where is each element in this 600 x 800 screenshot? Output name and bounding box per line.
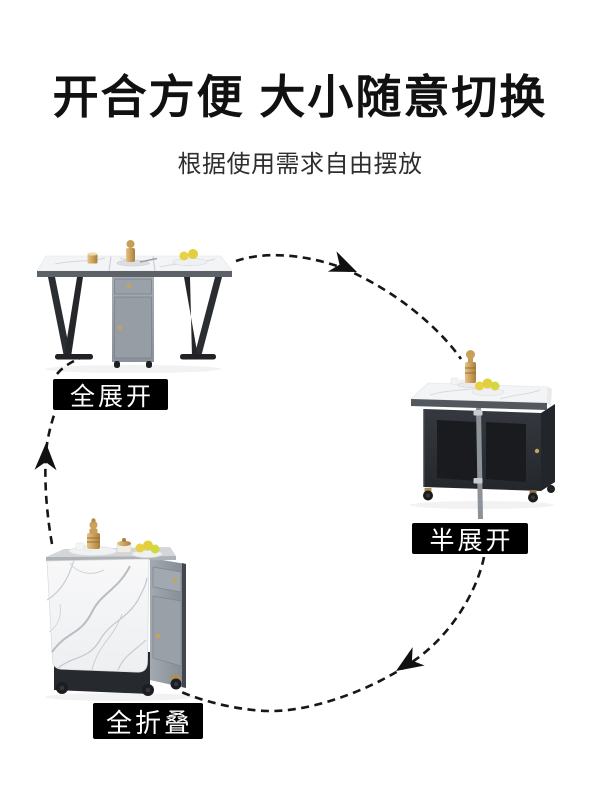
arrowhead-up-icon bbox=[34, 443, 57, 471]
state-label-full-open: 全展开 bbox=[53, 379, 168, 411]
arrowhead-right-icon bbox=[327, 251, 357, 272]
flow-arc-left bbox=[44, 411, 57, 545]
page-subtitle: 根据使用需求自由摆放 bbox=[177, 151, 423, 178]
product-illustration-half-open bbox=[410, 350, 555, 519]
page-title: 开合方便 大小随意切换 bbox=[52, 71, 548, 123]
product-illustration-full-folded bbox=[45, 518, 195, 701]
flow-arc-top bbox=[235, 253, 463, 360]
flow-arc-right-bottom bbox=[178, 556, 486, 713]
arrowhead-down-left-icon bbox=[396, 647, 425, 671]
product-illustration-full-open bbox=[36, 240, 233, 373]
state-label-full-folded: 全折叠 bbox=[93, 703, 203, 739]
flow-arrowheads bbox=[34, 251, 425, 671]
state-label-half-open: 半展开 bbox=[412, 523, 528, 555]
